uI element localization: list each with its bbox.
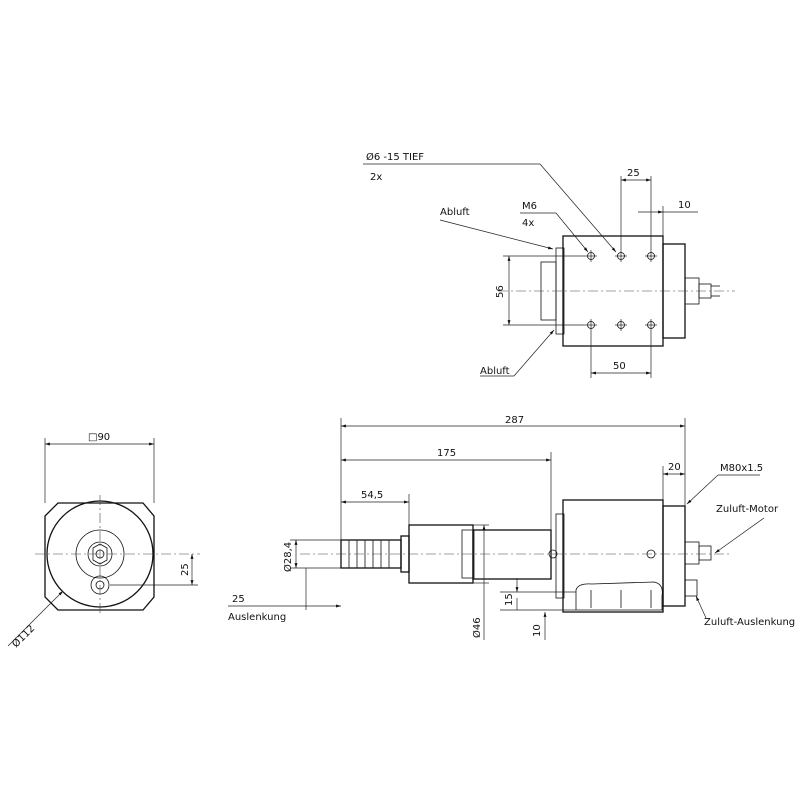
label-abluft-bottom: Abluft: [480, 366, 510, 377]
dim-top-10: 10: [678, 200, 691, 211]
label-abluft-top: Abluft: [440, 207, 470, 218]
dim-front-square: □90: [88, 432, 110, 443]
dim-top-25: 25: [627, 168, 640, 179]
dim-side-15: 15: [504, 593, 515, 606]
dim-thread: M6: [522, 201, 537, 212]
side-housing: [472, 529, 552, 580]
front-square-body: [44, 502, 155, 611]
dim-54-5: 54,5: [361, 490, 383, 501]
side-flange: [662, 505, 686, 607]
label-zuluft-motor: Zuluft-Motor: [716, 504, 779, 515]
top-holes: [585, 250, 657, 331]
dim-dia-28-4: Ø28,4: [282, 542, 294, 572]
dim-top-56: 56: [495, 285, 506, 298]
dim-side-10: 10: [532, 624, 543, 637]
dim-defl-25: 25: [232, 594, 245, 605]
dim-175: 175: [437, 448, 456, 459]
dim-hole-count: 2x: [370, 172, 382, 183]
top-view: Ø6 -15 TIEF 2x M6 4x 25 10 56 50 Abluft …: [363, 151, 735, 378]
dim-front-dia: Ø112: [10, 623, 38, 651]
dim-thread-count: 4x: [522, 218, 534, 229]
dim-20: 20: [668, 462, 681, 473]
side-view: 287 175 54,5 20 M80x1.5 Ø28,4 Ø46 15 1: [228, 415, 795, 640]
dim-dia-46: Ø46: [471, 617, 483, 638]
front-view: □90 25 Ø112: [7, 432, 200, 651]
label-auslenkung: Auslenkung: [228, 612, 286, 623]
dim-thread-main: M80x1.5: [720, 463, 763, 474]
dim-front-25: 25: [180, 563, 191, 576]
dim-287: 287: [505, 415, 524, 426]
dim-top-50: 50: [613, 361, 626, 372]
side-section-hatch: [575, 581, 663, 611]
label-zuluft-auslenkung: Zuluft-Auslenkung: [704, 617, 795, 628]
dim-hole: Ø6 -15 TIEF: [366, 151, 424, 163]
